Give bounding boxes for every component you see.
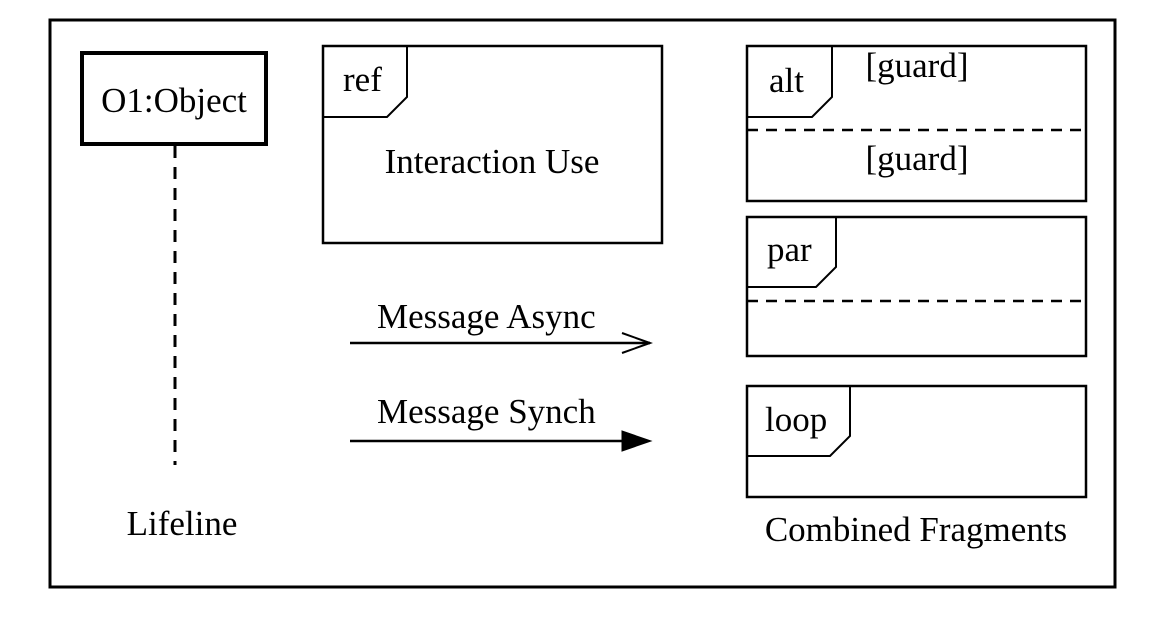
fragment-loop-operator: loop <box>765 400 827 439</box>
lifeline-caption: Lifeline <box>127 504 238 543</box>
message-async: Message Async <box>350 297 653 354</box>
fragment-alt-guard-2: [guard] <box>865 139 968 178</box>
fragment-par-operator: par <box>767 230 812 269</box>
fragment-loop: loop <box>745 384 1088 499</box>
fragment-alt-operator-pentagon <box>747 46 833 118</box>
fragment-alt: alt [guard] [guard] <box>745 44 1088 203</box>
lifeline-object-label: O1:Object <box>101 81 247 120</box>
fragment-loop-operator-pentagon <box>747 386 851 457</box>
fragment-alt-guard-1: [guard] <box>865 46 968 85</box>
message-synch: Message Synch <box>350 392 653 452</box>
message-synch-filled-arrowhead-icon <box>621 430 653 452</box>
message-synch-label: Message Synch <box>377 392 596 431</box>
interaction-use-operator-pentagon <box>323 46 408 118</box>
message-async-open-arrowhead-icon <box>621 332 653 354</box>
fragment-par-operator-pentagon <box>747 217 837 288</box>
fragment-alt-box <box>745 44 1088 203</box>
interaction-use-label: Interaction Use <box>385 142 600 181</box>
lifeline-group: O1:Object Lifeline <box>80 51 268 543</box>
fragment-loop-box <box>745 384 1088 499</box>
message-async-label: Message Async <box>377 297 596 336</box>
fragments-caption: Combined Fragments <box>765 510 1067 549</box>
fragment-par: par <box>745 215 1088 358</box>
interaction-use-operator: ref <box>343 60 382 99</box>
interaction-use-frame: ref Interaction Use <box>321 44 664 245</box>
lifeline-object-box <box>80 51 268 146</box>
outer-frame <box>48 18 1117 589</box>
fragment-alt-operator: alt <box>769 61 804 100</box>
interaction-use-box <box>321 44 664 245</box>
